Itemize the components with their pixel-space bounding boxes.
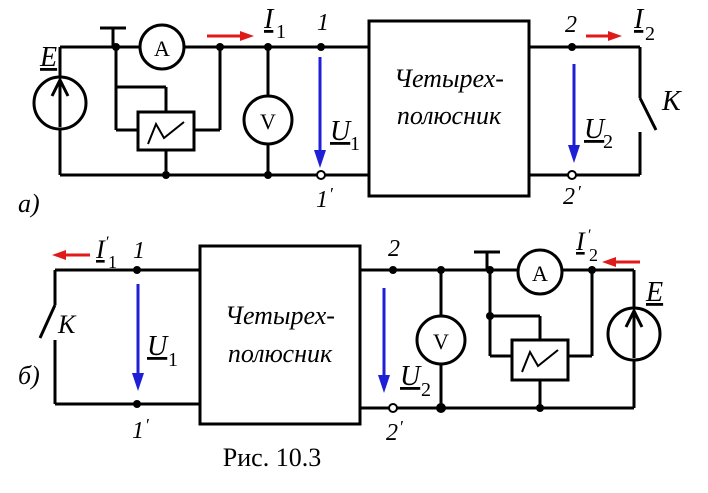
wattmeter-glyph-b (521, 349, 559, 373)
node-b6 (536, 404, 544, 412)
box-label-line1-b: Четырех- (225, 301, 335, 330)
switch-blade-b (38, 304, 57, 339)
output-current-label-a: I (633, 4, 645, 35)
input-current-arrowhead-a (240, 31, 254, 41)
output-current-arrowhead-a (608, 31, 622, 41)
ammeter-b (516, 248, 564, 296)
switch-blade-a (638, 97, 658, 131)
wattmeter-a (136, 110, 196, 152)
node-b2 (436, 403, 446, 413)
diagram-b-elements: V A Четырех- полюсник I ′ (18, 227, 663, 446)
source-arrowhead-a (50, 76, 70, 97)
input-current-label-b: I (95, 235, 106, 264)
switch-label-a: K (661, 86, 682, 117)
output-current-prime-b: ′ (588, 227, 592, 244)
terminal-2-b (389, 266, 397, 274)
input-current-prime-b: ′ (106, 234, 110, 251)
node-b1 (437, 266, 445, 274)
output-voltage-sub-b: 2 (421, 379, 431, 401)
terminal-2-a (568, 43, 576, 51)
node-a4 (162, 171, 170, 179)
input-voltage-arrowhead-a (314, 150, 326, 168)
output-voltage-label-b: U (400, 361, 422, 392)
diagram-a-label: а) (18, 189, 40, 218)
input-current-label-a: I (263, 4, 275, 35)
output-voltage-label-a: U (584, 114, 606, 145)
voltmeter-label-a: V (260, 109, 276, 134)
wattmeter-glyph-a (147, 121, 185, 145)
node-1p-prime-a: ′ (330, 184, 334, 204)
terminal-2p-a (567, 170, 577, 180)
node-2p-prime-a: ′ (578, 182, 582, 202)
input-voltage-sub-a: 1 (350, 133, 360, 155)
input-current-arrowhead-b (52, 250, 66, 260)
voltmeter-b (415, 314, 467, 366)
input-current-sub-b: 1 (108, 252, 117, 272)
terminal-1-a (317, 43, 325, 51)
output-current-sub-a: 2 (645, 23, 655, 45)
output-voltage-arrowhead-b (378, 375, 390, 393)
input-voltage-label-a: U (330, 116, 352, 147)
node-1-label-a: 1 (317, 10, 329, 36)
node-b5 (588, 266, 596, 274)
diagram-a (58, 19, 658, 198)
voltmeter-label-b: V (433, 329, 449, 354)
output-current-arrowhead-b (602, 257, 616, 267)
node-a1 (112, 43, 120, 51)
node-a2 (216, 43, 224, 51)
node-1-label-b: 1 (133, 238, 145, 264)
output-current-label-b: I (575, 227, 586, 256)
two-port-box-b (198, 244, 362, 426)
source-label-a: E (39, 42, 57, 73)
terminal-1p-a (316, 170, 326, 180)
node-2p-prime-b: ′ (400, 417, 404, 437)
node-1p-label-b: 1 (132, 418, 144, 444)
output-voltage-arrowhead-a (568, 145, 580, 163)
box-label-line1-a: Четырех- (394, 64, 504, 93)
node-b4 (486, 312, 494, 320)
node-2-label-a: 2 (565, 12, 577, 38)
voltmeter-a (242, 94, 294, 146)
ammeter-label-b: A (532, 261, 548, 286)
terminal-1p-b (133, 400, 141, 408)
switch-label-b: K (57, 310, 77, 339)
node-2p-label-a: 2 (563, 184, 575, 210)
output-voltage-sub-a: 2 (603, 131, 613, 153)
ammeter-a (138, 23, 186, 71)
input-voltage-label-b: U (147, 331, 169, 362)
ammeter-label-a: A (154, 36, 170, 61)
figure-caption: Рис. 10.3 (223, 443, 321, 472)
terminal-1-b (133, 266, 141, 274)
node-1p-label-a: 1 (316, 187, 328, 213)
node-b3 (486, 266, 494, 274)
node-a3 (264, 43, 272, 51)
source-arrowhead-b (624, 307, 644, 328)
terminal-2p-b (388, 403, 398, 413)
box-label-line2-a: полюсник (397, 101, 502, 130)
node-2p-label-b: 2 (386, 420, 398, 446)
diagram-b-label: б) (18, 361, 40, 390)
diagram-a-elements: A V Четырех- полюсник E I 1 1 I 2 2 (18, 4, 682, 218)
two-port-box-a (367, 19, 531, 198)
node-1p-prime-b: ′ (146, 415, 150, 435)
output-current-sub-b: 2 (589, 245, 598, 265)
input-current-sub-a: 1 (276, 21, 286, 43)
input-voltage-sub-b: 1 (168, 349, 178, 371)
wattmeter-b (510, 338, 570, 382)
source-label-b: E (645, 277, 663, 308)
node-2-label-b: 2 (388, 236, 400, 262)
input-voltage-arrowhead-b (132, 373, 144, 391)
node-a5 (264, 171, 272, 179)
box-label-line2-b: полюсник (228, 339, 333, 368)
